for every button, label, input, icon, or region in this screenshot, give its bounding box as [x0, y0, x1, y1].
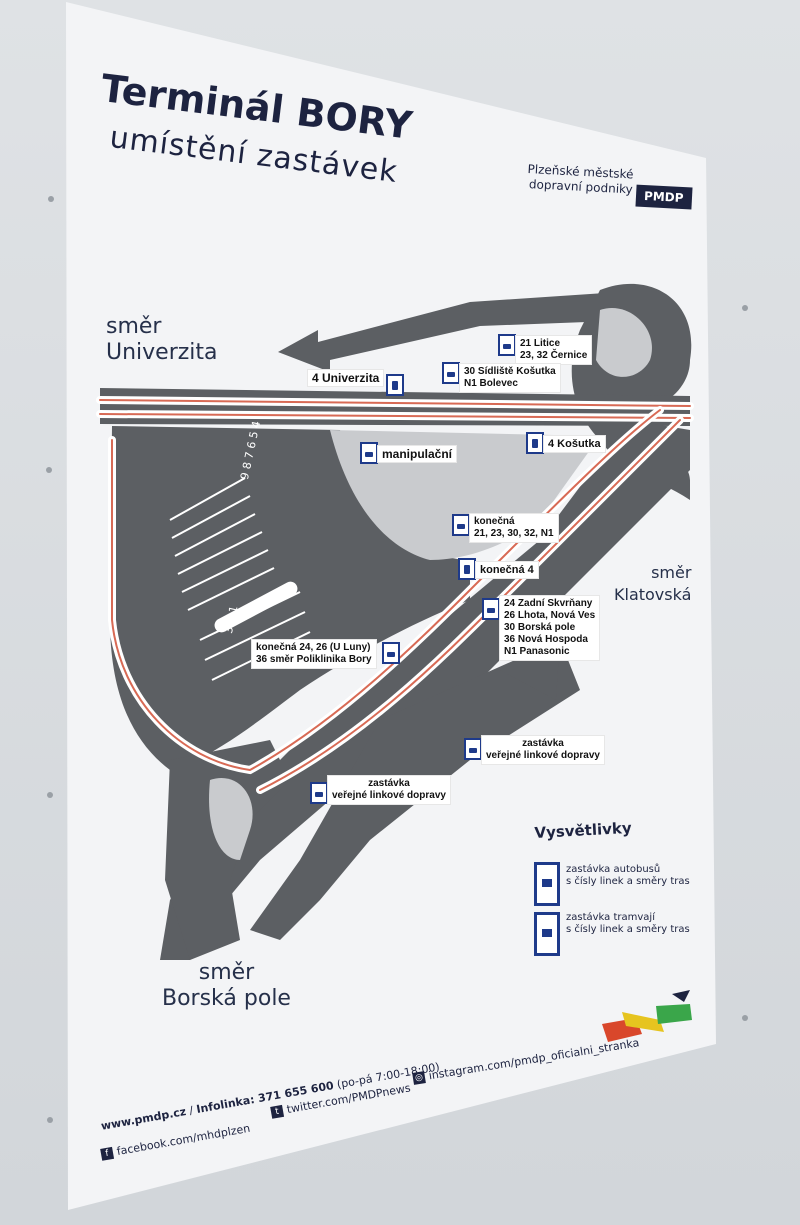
bay-number: 6: [244, 440, 259, 450]
stop-label-luny: konečná 24, 26 (U Luny) 36 směr Poliklin…: [252, 640, 376, 668]
bus-stop-icon: [442, 362, 460, 384]
stop-label-skvrnany: 24 Zadní Skvrňany 26 Lhota, Nová Ves 30 …: [500, 596, 600, 660]
bus-stop-icon: [382, 642, 400, 664]
stop-label-univerzita: 4 Univerzita: [308, 370, 384, 386]
tram-stop-icon: [386, 374, 404, 396]
screw: [46, 467, 52, 473]
bay-number: 8: [240, 460, 255, 471]
screw: [47, 792, 53, 798]
direction-name: Borská pole: [162, 986, 291, 1011]
stop-label-zastavka-left: zastávka veřejné linkové dopravy: [328, 776, 450, 804]
direction-prefix: směr: [106, 314, 162, 339]
legend-bus-line-2: s čísly linek a směry tras: [566, 876, 690, 887]
legend-bus: zastávka autobusů s čísly linek a směry …: [566, 864, 690, 888]
tram-stop-icon: [534, 912, 560, 956]
island-left: [209, 778, 253, 860]
stop-line: konečná 24, 26 (U Luny): [256, 642, 371, 653]
diagonal-corridor: [160, 420, 690, 960]
islands: [209, 308, 652, 860]
bus-stop-icon: [360, 442, 378, 464]
direction-name: Klatovská: [614, 585, 692, 604]
direction-prefix: směr: [651, 563, 692, 582]
bus-stop-icon: [498, 334, 516, 356]
bay-number: 1: [226, 604, 241, 615]
brand-name: Plzeňské městské dopravní podniky: [526, 162, 634, 198]
central-island: [330, 430, 600, 560]
bay-number: 2: [224, 614, 239, 625]
direction-prefix: směr: [198, 960, 255, 985]
instagram-icon: ◎: [412, 1071, 426, 1085]
legend-tram-line-1: zastávka tramvají: [566, 912, 655, 923]
stop-line: 36 Nová Hospoda: [504, 634, 588, 645]
screw: [742, 305, 748, 311]
bay-number: 5: [246, 430, 261, 440]
bus-stop-icon: [310, 782, 328, 804]
stop-line: konečná 4: [480, 564, 534, 576]
stop-line: zastávka: [522, 738, 564, 749]
bus-stop-icon: [452, 514, 470, 536]
tram-stop-icon: [526, 432, 544, 454]
stop-label-litice: 21 Litice 23, 32 Černice: [516, 336, 592, 364]
stop-label-konecna-4: konečná 4: [476, 562, 538, 578]
stop-line: 26 Lhota, Nová Ves: [504, 610, 596, 621]
stop-line: 21 Litice: [520, 338, 561, 349]
stop-line: 24 Zadní Skvrňany: [504, 598, 593, 609]
stop-label-konecna: konečná 21, 23, 30, 32, N1: [470, 514, 558, 542]
stop-label-kosutka: 4 Košutka: [544, 436, 605, 452]
stop-line: 36 směr Poliklinika Bory: [256, 654, 372, 665]
stop-label-sidliste: 30 Sídliště Košutka N1 Bolevec: [460, 364, 560, 392]
bus-stop-icon: [482, 598, 500, 620]
bay-number: 4: [248, 419, 264, 430]
stop-line: manipulační: [382, 447, 453, 461]
footer-separator: /: [188, 1103, 195, 1118]
facebook-icon: f: [100, 1146, 115, 1161]
stop-line: 4 Univerzita: [312, 371, 380, 385]
stop-line: 23, 32 Černice: [520, 350, 588, 361]
decorative-logo: [602, 990, 692, 1042]
stop-line: N1 Bolevec: [464, 378, 518, 389]
screw: [47, 1117, 53, 1123]
direction-klatovska: směr Klatovská: [614, 562, 691, 606]
screw: [742, 1015, 748, 1021]
direction-univerzita: směr Univerzita: [106, 314, 218, 366]
stop-line: 21, 23, 30, 32, N1: [474, 528, 554, 539]
bay-number: 7: [242, 450, 257, 461]
tram-stop-icon: [458, 558, 476, 580]
stop-line: 30 Borská pole: [504, 622, 576, 633]
stop-label-manipulacni: manipulační: [378, 446, 457, 462]
roundabout-island: [596, 308, 652, 377]
pmdp-logo: PMDP: [635, 184, 693, 210]
stop-line: konečná: [474, 516, 515, 527]
legend-tram-line-2: s čísly linek a směry tras: [566, 924, 690, 935]
stop-line: veřejné linkové dopravy: [332, 790, 446, 801]
stop-line: 4 Košutka: [548, 438, 601, 450]
stop-line: veřejné linkové dopravy: [486, 750, 600, 761]
legend-bus-line-1: zastávka autobusů: [566, 864, 661, 875]
legend-tram: zastávka tramvají s čísly linek a směry …: [566, 912, 690, 936]
direction-borska: směr Borská pole: [162, 960, 291, 1012]
stop-line: 30 Sídliště Košutka: [464, 366, 556, 377]
stop-line: N1 Panasonic: [504, 646, 570, 657]
twitter-icon: t: [270, 1104, 285, 1119]
stop-line: zastávka: [368, 778, 410, 789]
direction-name: Univerzita: [106, 340, 218, 365]
bus-stop-icon: [464, 738, 482, 760]
bus-stop-icon: [534, 862, 560, 906]
platform-island: [214, 581, 298, 633]
stop-label-zastavka-right: zastávka veřejné linkové dopravy: [482, 736, 604, 764]
top-ramp-road: [278, 292, 640, 372]
screw: [48, 196, 54, 202]
